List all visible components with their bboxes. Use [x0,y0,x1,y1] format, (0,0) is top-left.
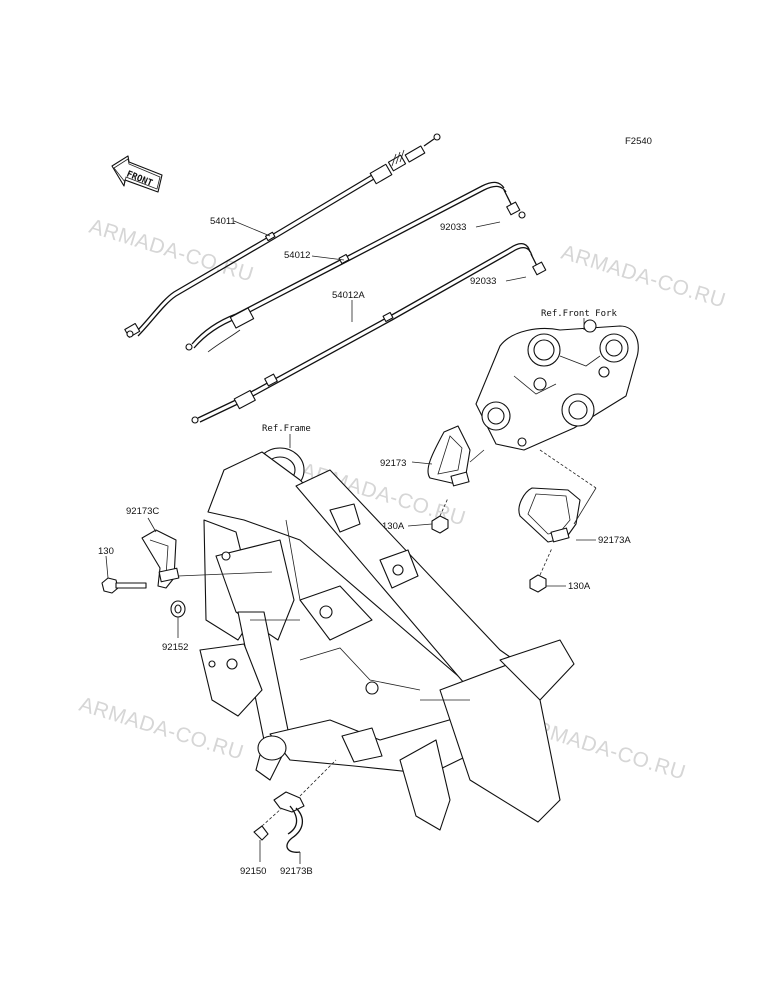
label-92033-a: 92033 [440,222,466,233]
watermark-2: ARMADA-CO.RU [559,241,729,313]
bolt-130 [101,577,147,594]
hook-92173B [273,759,337,853]
collar-92152 [170,600,186,618]
leader-92173C [147,517,157,533]
leader-92173 [411,461,433,465]
label-130: 130 [98,546,114,557]
watermarks: ARMADA-CO.RU ARMADA-CO.RU ARMADA-CO.RU A… [77,215,729,785]
label-130A-a: 130A [382,521,405,532]
throttle-cable-54012A [191,242,547,424]
clip-92173C [141,529,273,589]
front-arrow-icon: FRONT [111,155,163,193]
ref-front-fork: Ref.Front Fork [541,309,617,319]
clip-92173 [427,425,485,487]
bolt-130A-a [431,497,449,534]
label-54012: 54012 [284,250,310,261]
label-92173B: 92173B [280,866,313,877]
figure-code: F2540 [625,136,652,147]
leader-130 [105,555,109,579]
bolt-130A-b [529,547,553,593]
clutch-cable-54011 [124,133,441,338]
screw-92150 [253,807,283,841]
label-92150: 92150 [240,866,266,877]
label-130A-b: 130A [568,581,591,592]
label-92173C: 92173C [126,506,159,517]
label-92152: 92152 [162,642,188,653]
ref-frame: Ref.Frame [262,424,311,434]
clip-92173A [518,449,597,543]
label-54012A: 54012A [332,290,365,301]
label-92033-b: 92033 [470,276,496,287]
leader-92033-b [505,276,527,282]
leader-54011 [233,220,271,237]
leader-92033-a [475,221,501,228]
label-54011: 54011 [210,216,236,227]
frame [199,447,575,831]
leader-54012 [311,255,345,261]
front-fork-clamp [475,319,639,451]
label-92173: 92173 [380,458,406,469]
leader-130A-a [407,523,433,527]
label-92173A: 92173A [598,535,631,546]
throttle-cable-54012 [185,181,526,353]
